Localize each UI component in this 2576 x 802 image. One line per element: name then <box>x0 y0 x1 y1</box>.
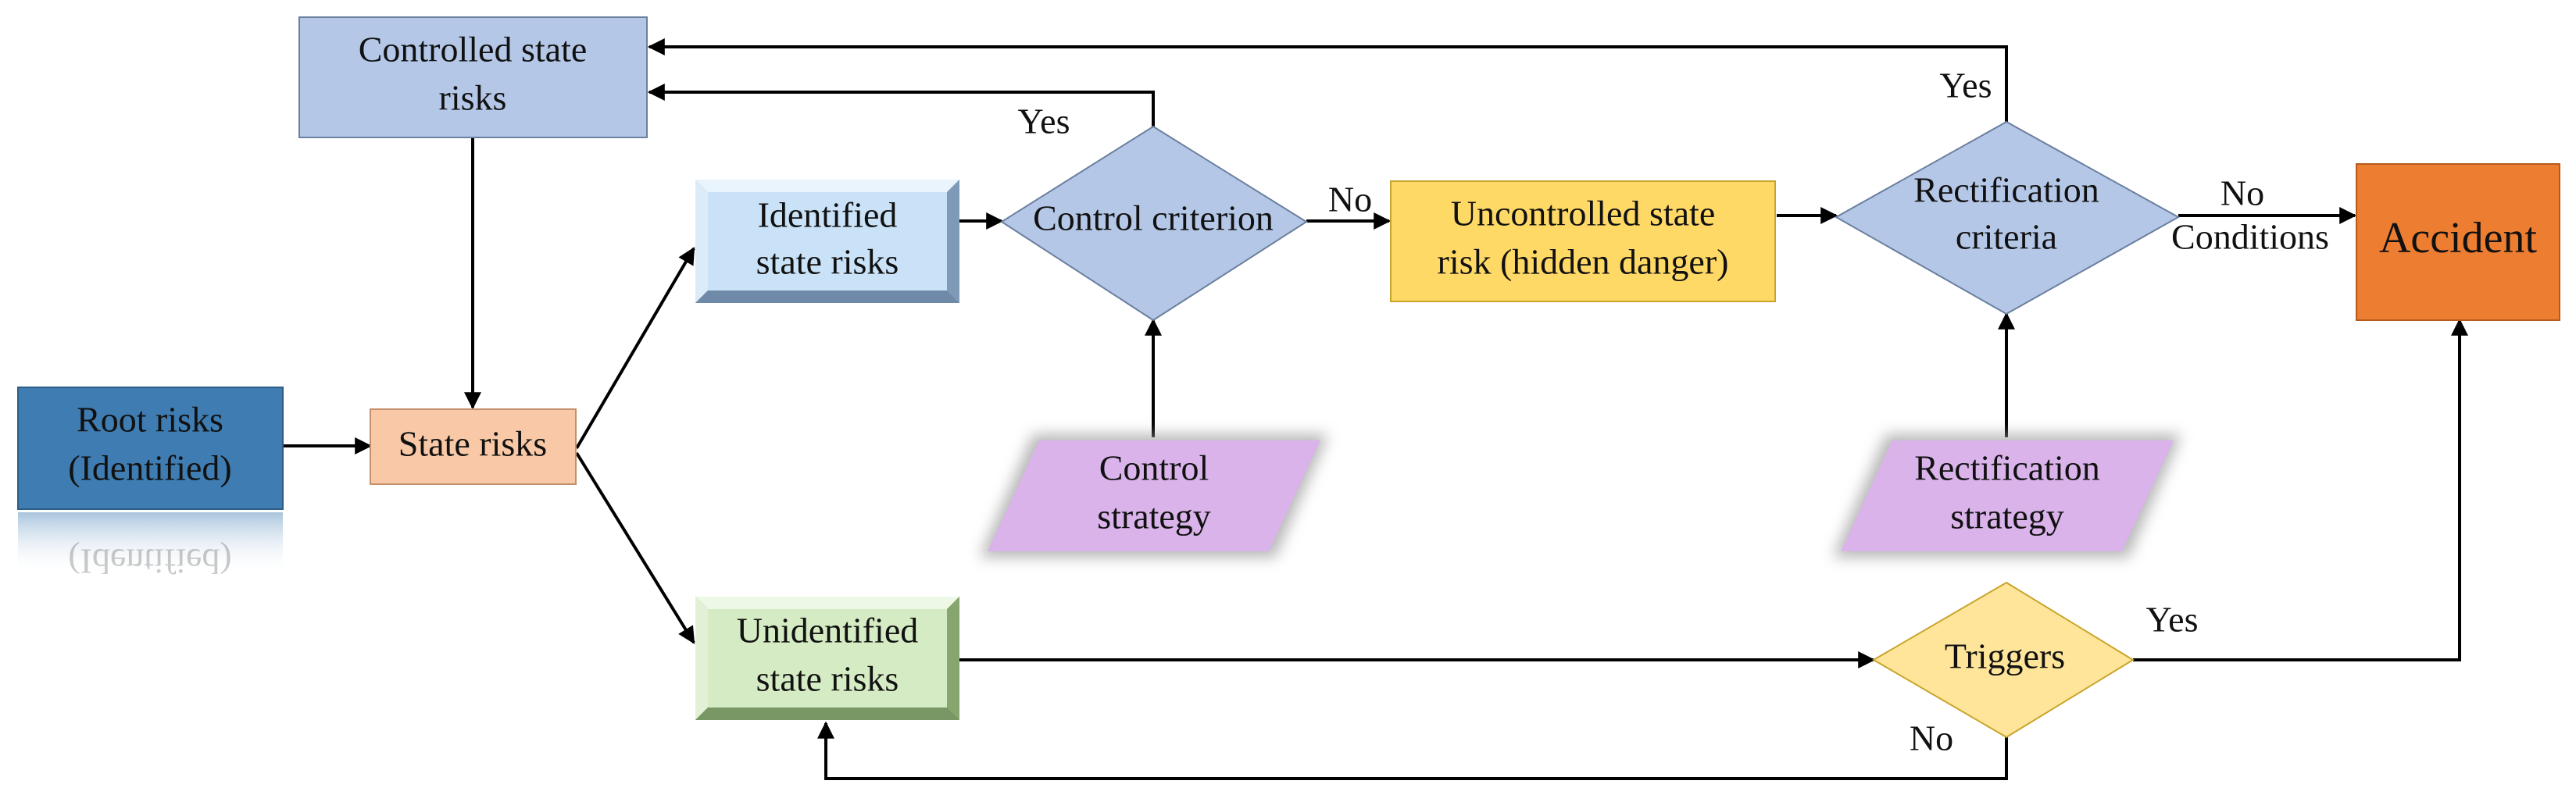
node-root-risks-reflection-text: (Identified) <box>68 541 231 581</box>
node-identified-state-risks-box <box>708 192 947 291</box>
node-identified-state-risks-line1: Identified <box>758 195 898 235</box>
node-triggers-label: Triggers <box>1945 636 2065 676</box>
node-rectification-criteria: Rectification criteria <box>1834 120 2181 315</box>
node-root-risks-reflection <box>18 512 283 575</box>
node-control-criterion-label: Control criterion <box>1033 198 1274 238</box>
node-root-risks: Root risks (Identified) (Identified) <box>17 387 284 581</box>
node-state-risks-label: State risks <box>398 424 547 464</box>
edges <box>283 38 2468 780</box>
node-rectification-criteria-line2: criteria <box>1956 217 2057 257</box>
node-accident-box <box>2356 163 2560 321</box>
node-control-strategy-shape <box>988 440 1320 551</box>
node-controlled-state-risks-line1: Controlled state <box>359 30 588 70</box>
node-uncontrolled-state-risk-line1: Uncontrolled state <box>1451 194 1716 233</box>
edge-label-control-yes: Yes <box>1018 102 1070 141</box>
edge-triggers-no <box>817 721 2008 780</box>
node-identified-state-risks-line2: state risks <box>756 242 899 282</box>
node-unidentified-state-risks: Unidentified state risks <box>695 597 959 720</box>
node-root-risks-line1: Root risks <box>77 400 223 440</box>
edge-label-rectification-conditions: Conditions <box>2171 217 2329 257</box>
node-uncontrolled-state-risk-box <box>1390 180 1776 302</box>
node-controlled-state-risks-box <box>298 16 648 138</box>
node-uncontrolled-state-risk: Uncontrolled state risk (hidden danger) <box>1390 180 1776 302</box>
node-rectification-criteria-diamond <box>1834 120 2181 315</box>
edge-label-rectification-yes: Yes <box>1940 66 1992 105</box>
node-root-risks-box <box>17 387 284 510</box>
node-control-strategy: Control strategy <box>980 434 1328 558</box>
node-root-risks-line2: (Identified) <box>68 448 231 488</box>
node-state-risks-box <box>370 408 577 485</box>
node-rectification-strategy-shape <box>1841 440 2174 551</box>
node-unidentified-state-risks-line2: state risks <box>756 659 899 699</box>
edge-triggers-yes <box>2133 318 2468 661</box>
node-control-criterion-diamond <box>1000 125 1308 322</box>
edge-rectification-yes <box>647 38 2008 122</box>
edge-control-yes <box>647 84 1155 127</box>
node-identified-state-risks: Identified state risks <box>695 180 959 303</box>
node-rectification-strategy: Rectification strategy <box>1833 434 2181 558</box>
node-control-criterion: Control criterion <box>1000 125 1308 322</box>
node-controlled-state-risks: Controlled state risks <box>298 16 648 138</box>
edge-state-to-identified <box>575 247 695 450</box>
node-unidentified-state-risks-line1: Unidentified <box>737 611 919 651</box>
node-control-strategy-line2: strategy <box>1097 497 1211 536</box>
edge-label-control-no: No <box>1328 180 1372 219</box>
node-accident: Accident <box>2356 163 2560 321</box>
node-rectification-strategy-line1: Rectification <box>1914 448 2100 488</box>
node-uncontrolled-state-risk-line2: risk (hidden danger) <box>1438 242 1729 282</box>
edge-label-triggers-no: No <box>1910 718 1953 758</box>
node-control-strategy-line1: Control <box>1099 448 1209 488</box>
node-triggers-diamond <box>1872 581 2135 739</box>
edge-labels: Yes No Yes No Conditions Yes No <box>1018 66 2329 758</box>
node-rectification-strategy-line2: strategy <box>1950 497 2064 536</box>
node-accident-label: Accident <box>2379 214 2538 262</box>
edge-label-triggers-yes: Yes <box>2146 600 2199 640</box>
node-unidentified-state-risks-box <box>708 609 947 708</box>
node-state-risks: State risks <box>370 408 577 485</box>
edge-state-to-unidentified <box>575 451 695 644</box>
node-triggers: Triggers <box>1872 581 2135 739</box>
node-controlled-state-risks-line2: risks <box>439 78 507 118</box>
node-rectification-criteria-line1: Rectification <box>1913 170 2099 210</box>
edge-label-rectification-no: No <box>2221 173 2264 213</box>
